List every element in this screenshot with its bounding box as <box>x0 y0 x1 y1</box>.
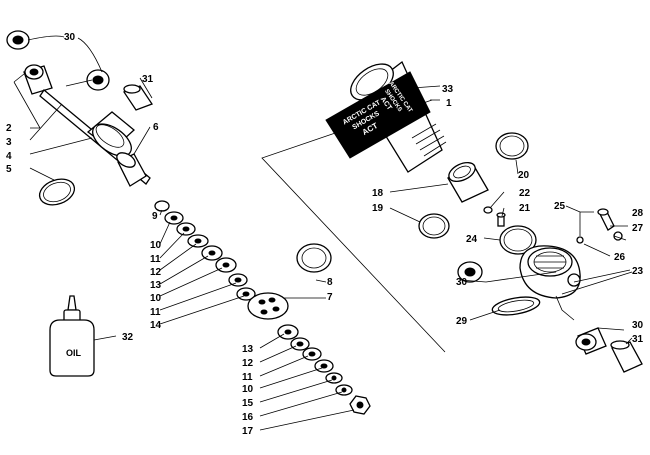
label-24: 24 <box>466 234 478 245</box>
label-22: 22 <box>519 188 531 199</box>
lower-washer-stack <box>277 324 371 415</box>
label-7: 7 <box>327 292 333 303</box>
label-9: 9 <box>152 211 158 222</box>
part-28-screw <box>597 208 615 231</box>
label-16: 16 <box>242 412 254 423</box>
label-25: 25 <box>554 201 566 212</box>
label-4: 4 <box>6 151 12 162</box>
label-5: 5 <box>6 164 12 175</box>
label-18: 18 <box>372 188 384 199</box>
label-19: 19 <box>372 203 384 214</box>
label-13-left: 13 <box>150 280 162 291</box>
part-4-bearing-assembly <box>86 111 135 157</box>
part-23-body-cap <box>519 245 581 299</box>
part-30-top-left-bushing <box>6 30 30 50</box>
part-20-o-ring <box>495 132 529 160</box>
label-30-lower: 30 <box>632 320 644 331</box>
label-23: 23 <box>632 266 644 277</box>
label-10-left-b: 10 <box>150 293 162 304</box>
label-10-left-a: 10 <box>150 240 162 251</box>
part-22-washer <box>483 206 493 214</box>
label-2: 2 <box>6 123 12 134</box>
label-12-left: 12 <box>150 267 162 278</box>
part-33-decal: ARCTIC CAT SHOCKS ACT ARCTIC CAT SHOCKS … <box>325 71 431 159</box>
part-5-o-ring-inner <box>43 181 71 203</box>
label-26: 26 <box>614 252 626 263</box>
label-11-left-b: 11 <box>150 307 161 318</box>
label-30-top: 30 <box>64 32 76 43</box>
left-washer-stack <box>154 200 256 301</box>
label-21: 21 <box>519 203 531 214</box>
label-12-lower: 12 <box>242 358 254 369</box>
label-29: 29 <box>456 316 468 327</box>
part-8-piston-ring <box>296 243 332 273</box>
part-21-valve <box>496 212 506 227</box>
part-30-middle-bushing <box>457 261 483 283</box>
part-31-top-sleeve <box>123 84 153 111</box>
washer-9 <box>154 200 170 212</box>
label-32: 32 <box>122 332 134 343</box>
part-32-oil-bottle: OIL <box>49 295 95 377</box>
label-6: 6 <box>153 122 159 133</box>
label-17: 17 <box>242 426 254 437</box>
label-33: 33 <box>442 84 454 95</box>
part-2-shaft-eye <box>23 64 53 95</box>
label-11-left-a: 11 <box>150 254 161 265</box>
part-24-o-ring-inner <box>503 228 533 252</box>
label-8: 8 <box>327 277 333 288</box>
label-14: 14 <box>150 320 162 331</box>
part-17-nut <box>349 395 371 415</box>
part-18-seal-head <box>447 161 489 203</box>
callout-labels: 30 31 2 3 4 5 6 9 10 11 12 13 10 11 14 8… <box>6 32 644 437</box>
part-5-o-ring <box>38 178 76 206</box>
part-19-snap-ring <box>418 213 450 239</box>
label-20: 20 <box>518 170 530 181</box>
label-1: 1 <box>446 98 452 109</box>
label-11-lower: 11 <box>242 372 253 383</box>
part-29-gasket <box>491 296 541 316</box>
label-31-lower: 31 <box>632 334 644 345</box>
part-6-bumper <box>116 152 147 187</box>
label-30-middle: 30 <box>456 277 468 288</box>
label-3: 3 <box>6 137 12 148</box>
label-15: 15 <box>242 398 254 409</box>
part-31-lower-sleeve <box>610 340 643 373</box>
label-13-lower: 13 <box>242 344 254 355</box>
part-7-piston <box>247 292 289 320</box>
part-30-lower-bushing <box>575 327 607 355</box>
label-10-lower: 10 <box>242 384 254 395</box>
label-28: 28 <box>632 208 644 219</box>
oil-bottle-text: OIL <box>66 348 82 358</box>
part-26-ball <box>576 236 584 244</box>
part-30-top-right-bushing <box>86 69 110 91</box>
label-27: 27 <box>632 223 644 234</box>
leader-lines <box>13 35 633 431</box>
label-31-top: 31 <box>142 74 154 85</box>
